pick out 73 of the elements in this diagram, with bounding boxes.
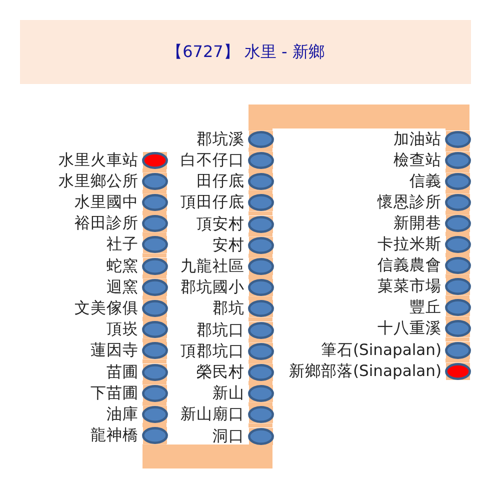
route-line: [446, 274, 470, 278]
station-name: 下苗圃: [90, 384, 138, 402]
route-line: [446, 295, 470, 300]
station-name: 信義農會: [378, 257, 442, 274]
route-line: [248, 380, 272, 386]
station-name: 豐丘: [410, 299, 442, 316]
station-name: 郡坑口: [196, 322, 244, 338]
station-name: 郡坑國小: [180, 279, 244, 296]
route-title: 【6727】 水里 - 新鄉: [166, 42, 324, 62]
route-line: [142, 210, 166, 216]
route-line: [446, 210, 470, 215]
station-name: 十八重溪: [378, 320, 442, 338]
route-line: [248, 254, 272, 258]
station-name: 油庫: [106, 406, 138, 423]
station-name: 白不仔口: [180, 152, 244, 169]
station-name: 水里鄉公所: [58, 172, 138, 190]
station-name: 社子: [106, 236, 138, 254]
route-line: [142, 232, 166, 236]
station-name: 榮民村: [196, 364, 244, 381]
station-name: 安村: [212, 236, 244, 254]
route-line: [142, 316, 166, 322]
station-name: 頂崁: [106, 321, 138, 338]
station-name: 新鄉部落(Sinapalan): [288, 362, 442, 380]
route-line: [248, 423, 272, 428]
station-name: 筆石(Sinapalan): [320, 342, 442, 358]
station-name: 加油站: [394, 130, 442, 148]
route-line: [142, 422, 166, 428]
station-name: 水里火車站: [58, 152, 138, 168]
station-name: 文美傢俱: [74, 300, 138, 317]
station-name: 苗圃: [106, 364, 138, 380]
route-line: [248, 190, 272, 194]
route-line: [142, 444, 272, 468]
station-name: 新開巷: [394, 214, 442, 232]
route-line: [446, 253, 470, 258]
station-name: 懷恩診所: [378, 194, 442, 211]
route-line: [248, 148, 272, 152]
station-name: 蛇窯: [106, 258, 138, 274]
station-name: 新山廟口: [180, 406, 244, 424]
route-line: [142, 338, 166, 342]
route-line: [446, 337, 470, 342]
station-name: 菓菜市場: [378, 278, 442, 296]
station-name: 卡拉米斯: [378, 236, 442, 253]
station-name: 洞口: [212, 428, 244, 444]
station-name: 郡坑溪: [196, 130, 244, 148]
route-line: [142, 359, 166, 364]
station-name: 水里國中: [74, 194, 138, 211]
route-line: [446, 190, 470, 194]
route-line: [248, 104, 470, 131]
station-name: 蓮因寺: [90, 342, 138, 360]
station-name: 迴窯: [106, 278, 138, 296]
route-line: [142, 190, 166, 194]
station-name: 裕田診所: [74, 215, 138, 232]
station-name: 田仔底: [196, 173, 244, 190]
station-name: 郡坑: [212, 300, 244, 318]
station-name: 頂安村: [196, 216, 244, 232]
route-line: [248, 317, 272, 322]
route-line: [142, 296, 166, 300]
station-name: 龍神橋: [90, 427, 138, 444]
station-name: 九龍社區: [180, 258, 244, 275]
station-name: 信義: [410, 172, 442, 190]
station-name: 頂田仔底: [180, 194, 244, 212]
route-line: [248, 360, 272, 364]
route-line: [248, 274, 272, 280]
station-name: 檢查站: [394, 152, 442, 169]
route-line: [248, 296, 272, 300]
route-line: [248, 402, 272, 406]
route-line: [248, 168, 272, 174]
route-line: [446, 232, 470, 236]
route-line: [142, 402, 166, 406]
station-name: 新山: [212, 385, 244, 402]
route-line: [248, 211, 272, 216]
route-line: [142, 253, 166, 258]
station-name: 頂郡坑口: [180, 342, 244, 360]
